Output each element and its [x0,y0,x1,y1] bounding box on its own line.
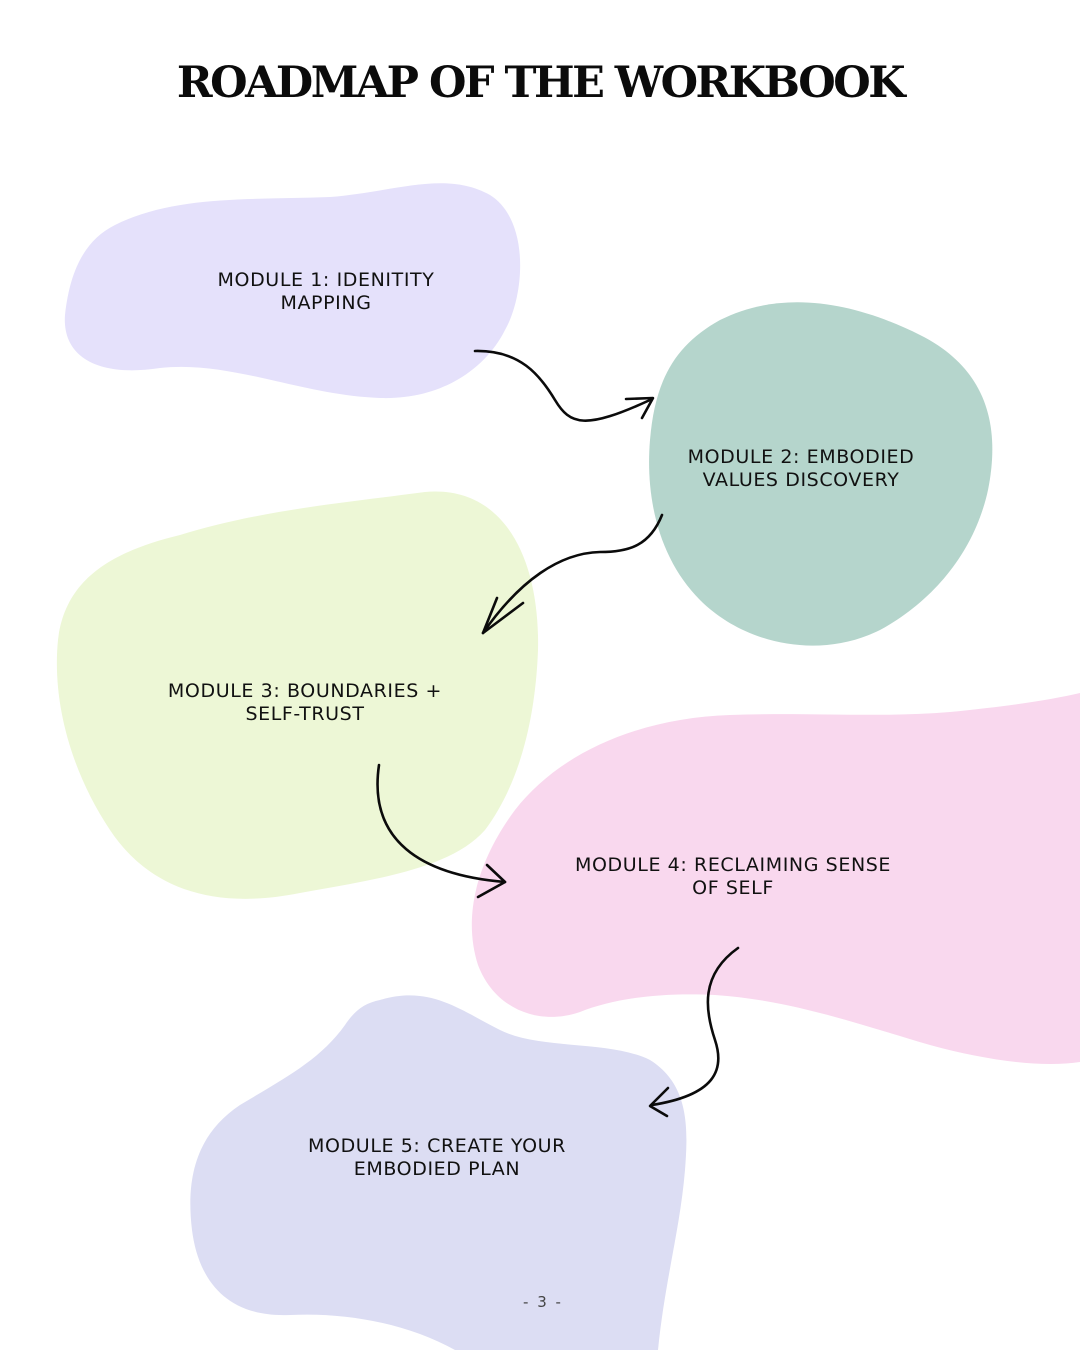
module-5-label: MODULE 5: CREATE YOUR EMBODIED PLAN [282,1135,592,1181]
arrow-module-3-to-4 [376,763,507,884]
module-4-title: MODULE 4: RECLAIMING SENSE [574,854,892,876]
arrow-module-1-to-2 [473,349,652,422]
module-2-blob [649,302,993,646]
module-4-subtitle: OF SELF [692,877,774,899]
module-5-title: MODULE 5: CREATE YOUR [308,1135,566,1157]
module-3-blob [56,491,539,899]
arrow-module-2-to-3 [481,513,664,635]
module-3-title: MODULE 3: BOUNDARIES + [167,680,443,702]
arrow-module-4-to-5-head [648,1086,670,1118]
module-1-blob [64,183,521,399]
module-1-subtitle: MAPPING [280,292,372,314]
module-3-subtitle: SELF-TRUST [245,703,365,725]
module-5-subtitle: EMBODIED PLAN [353,1158,521,1180]
module-1-title: MODULE 1: IDENITITY [217,269,435,291]
module-2-title: MODULE 2: EMBODIED [687,446,915,468]
arrow-module-1-to-2-head [624,396,655,420]
module-1-label: MODULE 1: IDENITITY MAPPING [176,269,476,315]
page-title: ROADMAP OF THE WORKBOOK [176,58,906,108]
arrow-module-4-to-5 [650,946,740,1107]
module-4-label: MODULE 4: RECLAIMING SENSE OF SELF [555,854,911,900]
module-2-subtitle: VALUES DISCOVERY [702,469,900,491]
module-3-label: MODULE 3: BOUNDARIES + SELF-TRUST [140,680,470,726]
module-2-label: MODULE 2: EMBODIED VALUES DISCOVERY [656,446,946,492]
module-5-blob [190,995,687,1350]
arrow-module-3-to-4-head [476,863,507,899]
page-number: - 3 - [523,1293,563,1311]
arrow-module-2-to-3-head [481,596,525,635]
module-4-blob [471,693,1080,1065]
